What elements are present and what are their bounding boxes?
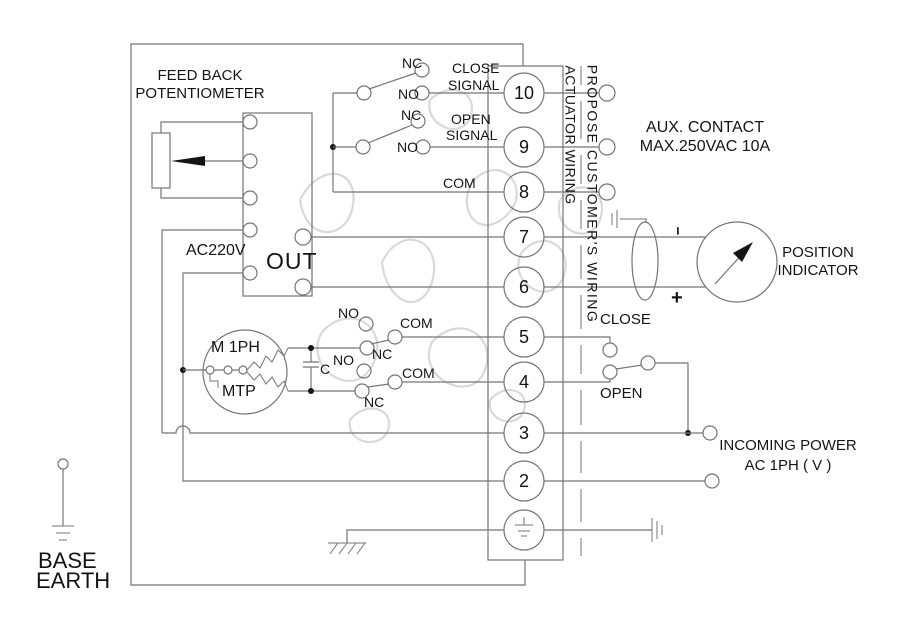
terminal-9-label: 9 xyxy=(518,137,529,157)
aux-contact-label-line1: AUX. CONTACT xyxy=(646,119,764,136)
open-switch-label: OPEN xyxy=(600,385,643,402)
incoming-power-label-line1: INCOMING POWER xyxy=(719,437,857,454)
terminal-5-label: 5 xyxy=(518,327,529,347)
aux-close-signal-label2: SIGNAL xyxy=(448,77,500,93)
winding-bottom xyxy=(246,371,289,392)
aux-contact-switches xyxy=(330,62,504,193)
ground-terminal xyxy=(503,509,545,551)
terminal-2-label: 2 xyxy=(518,471,529,491)
thermal-protector xyxy=(209,374,219,388)
winding-top xyxy=(246,347,289,371)
position-indicator-label-line1: POSITION xyxy=(782,244,854,261)
ac220v-label: AC220V xyxy=(186,242,246,259)
power-wiring xyxy=(161,229,504,482)
motor-label-line1: M 1PH xyxy=(211,339,260,356)
aux-nc1-label: NC xyxy=(402,55,423,71)
indicator-plus-label: + xyxy=(671,287,683,309)
terminal-7-label: 7 xyxy=(518,227,529,247)
terminal-4-label: 4 xyxy=(518,372,529,392)
terminal-8-label: 8 xyxy=(518,182,529,202)
earth-hatch-icon xyxy=(328,542,366,555)
cam-switches xyxy=(288,316,504,399)
incoming-power-wiring xyxy=(544,425,720,489)
incoming-power-label-line2: AC 1PH ( V ) xyxy=(744,457,832,474)
capacitor-label: C xyxy=(320,361,331,377)
base-earth-label-line2: EARTH xyxy=(36,568,111,593)
capacitor xyxy=(303,348,319,391)
cam-no-bot-label: NO xyxy=(333,352,354,368)
cam-nc-top-label: NC xyxy=(372,346,393,362)
indicator-needle-arrow xyxy=(733,242,753,262)
actuator-wiring-label: ACTUATOR WIRING xyxy=(562,65,579,205)
motor xyxy=(183,329,289,415)
base-earth-label-line1: BASE xyxy=(38,548,97,573)
aux-no1-label: NO xyxy=(398,86,419,102)
aux-nc2-label: NC xyxy=(401,107,422,123)
customer-wiring-label: PROPOSE CUSTOMER'S WIRING xyxy=(584,64,601,324)
base-earth-icon xyxy=(52,525,74,541)
chassis-earth-icon xyxy=(651,518,663,542)
cable-ellipse xyxy=(631,221,659,301)
cam-com-bot-label: COM xyxy=(402,365,435,381)
feedback-label-line2: POTENTIOMETER xyxy=(135,85,265,102)
feedback-label-line1: FEED BACK xyxy=(157,67,243,84)
indicator-minus-label: − xyxy=(668,226,686,236)
feedback-potentiometer xyxy=(151,112,313,297)
aux-no2-label: NO xyxy=(397,139,418,155)
cam-no-top-label: NO xyxy=(338,305,359,321)
cam-nc-bot-label: NC xyxy=(364,394,385,410)
terminal-6-label: 6 xyxy=(518,277,529,297)
enclosure-outline xyxy=(130,43,526,586)
shield-earth-icon xyxy=(611,210,647,228)
out-label: OUT xyxy=(266,248,318,274)
motor-label-line2: MTP xyxy=(222,383,256,400)
ground-symbols xyxy=(52,458,663,555)
terminal-10-label: 10 xyxy=(513,83,535,103)
aux-open-signal-label: OPEN xyxy=(451,111,491,127)
aux-open-signal-label2: SIGNAL xyxy=(446,127,498,143)
close-switch-label: CLOSE xyxy=(600,311,651,328)
terminal-3-label: 3 xyxy=(518,423,529,443)
aux-close-signal-label: CLOSE xyxy=(452,60,500,76)
wiper-arrow xyxy=(171,156,205,166)
position-indicator-label-line2: INDICATOR xyxy=(777,262,859,279)
aux-com-label: COM xyxy=(443,175,476,191)
aux-contact-label-line2: MAX.250VAC 10A xyxy=(639,138,771,155)
cam-com-top-label: COM xyxy=(400,315,433,331)
close-open-switches xyxy=(544,336,691,436)
customer-stubs xyxy=(544,84,616,201)
indicator-dial xyxy=(696,221,778,303)
position-indicator xyxy=(544,210,778,303)
